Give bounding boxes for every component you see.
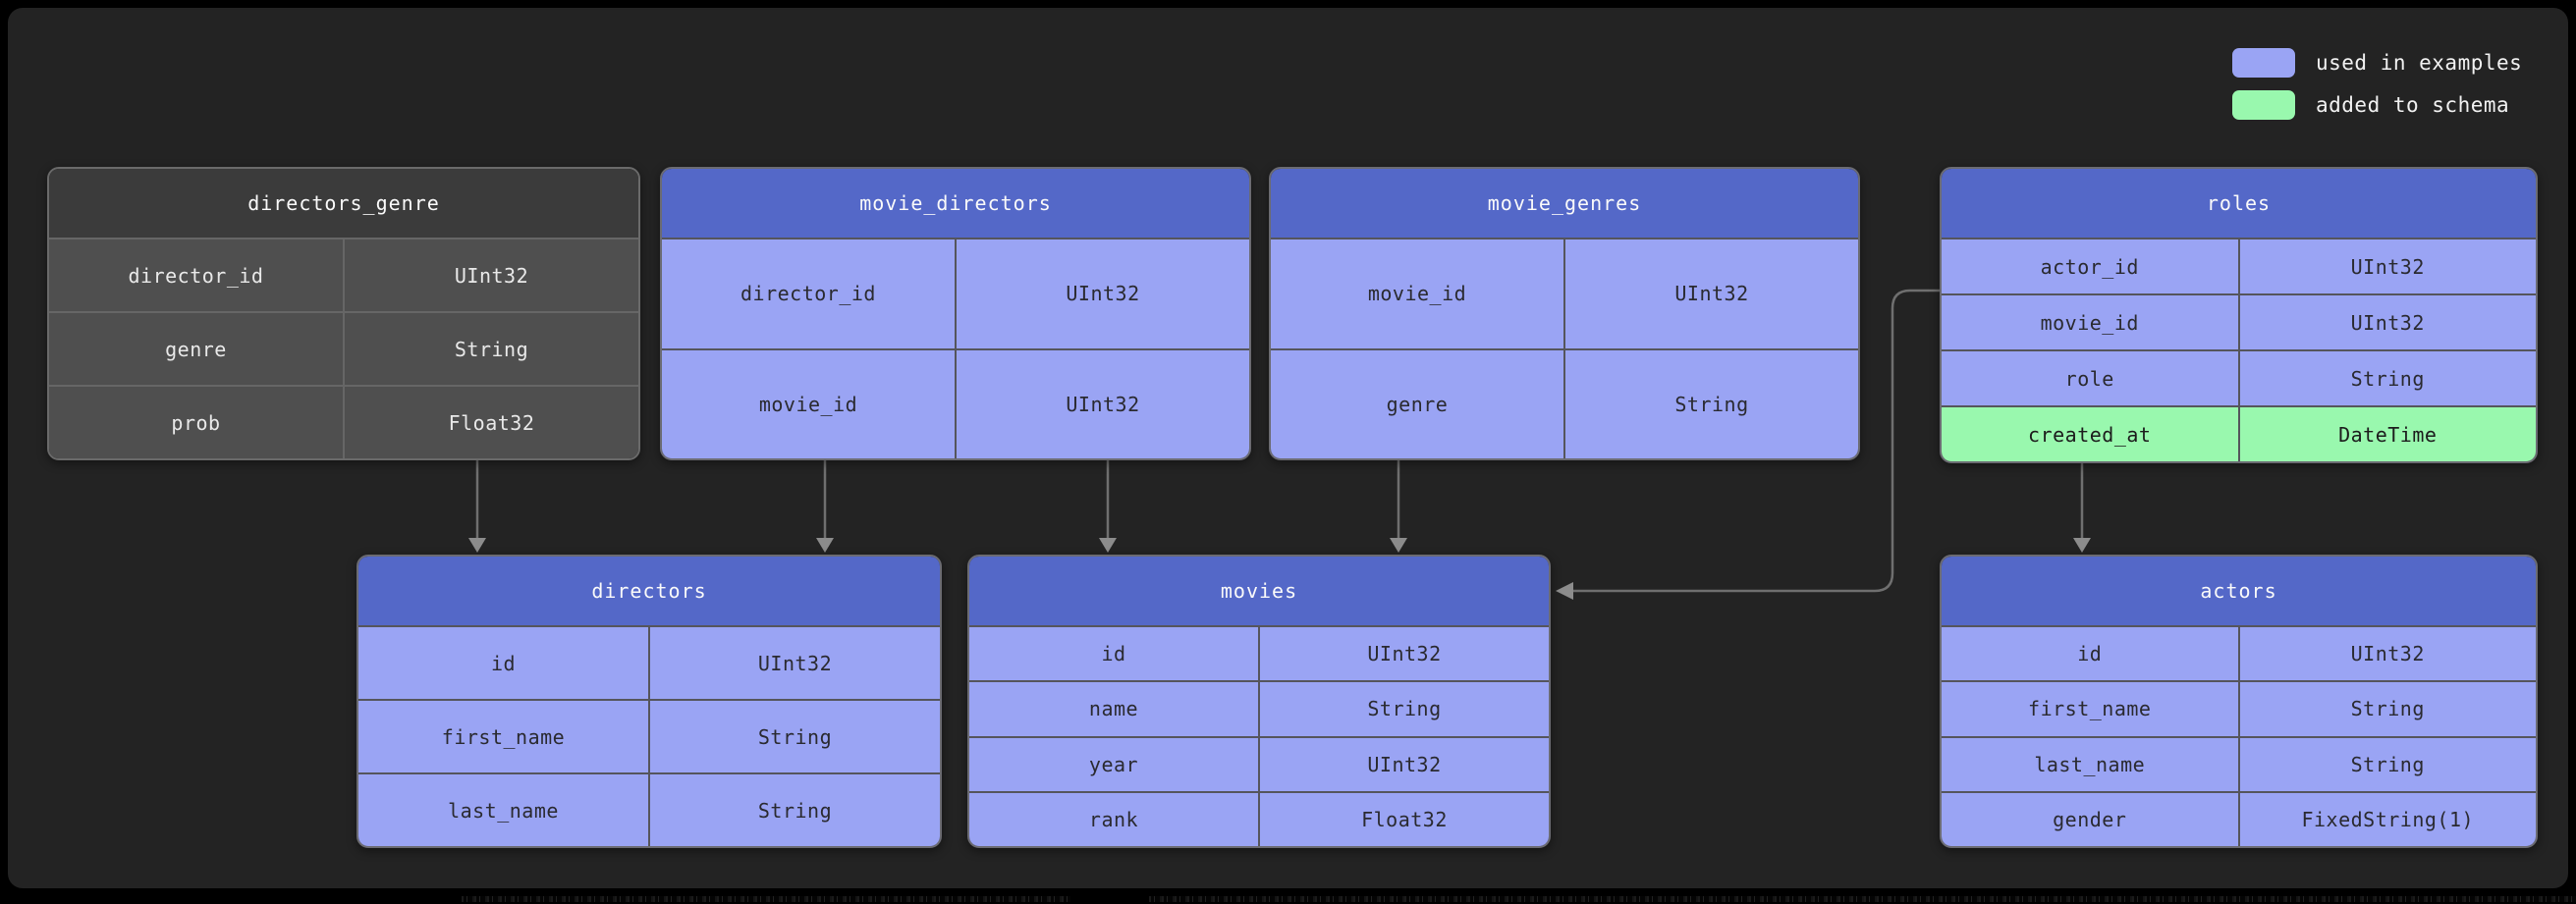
- table-row-actors-last_name: last_name String: [1942, 735, 2537, 791]
- field-type-cell: UInt32: [2237, 295, 2537, 349]
- table-row-directors_genre-prob: prob Float32: [49, 385, 638, 458]
- field-name-cell: prob: [171, 410, 221, 435]
- table-row-actors-first_name: first_name String: [1942, 680, 2537, 736]
- table-row-movies-id: id UInt32: [969, 625, 1549, 681]
- table-title-actors: actors: [1942, 557, 2536, 625]
- field-type-cell: UInt32: [955, 239, 1249, 348]
- table-title-directors: directors: [358, 557, 940, 625]
- table-row-actors-id: id UInt32: [1942, 625, 2537, 681]
- field-type-cell: Float32: [1258, 792, 1549, 846]
- table-row-movie_directors-director_id: director_id UInt32: [662, 238, 1249, 348]
- field-name-cell: gender: [2053, 807, 2127, 831]
- table-directors_genre: directors_genre director_id UInt32 genre Str…: [47, 167, 640, 460]
- field-type-cell: Float32: [343, 387, 638, 458]
- table-title-movies: movies: [969, 557, 1549, 625]
- table-row-roles-movie_id: movie_id UInt32: [1942, 293, 2536, 349]
- field-type-cell: String: [648, 774, 940, 846]
- field-type-cell: UInt32: [648, 627, 940, 699]
- field-name-cell: last_name: [2034, 752, 2146, 776]
- field-name-cell: director_id: [128, 263, 264, 288]
- table-row-movies-year: year UInt32: [969, 735, 1549, 791]
- field-name-cell: first_name: [441, 724, 566, 749]
- field-type-cell: String: [2237, 682, 2537, 736]
- legend-label-added-to-schema: added to schema: [2316, 93, 2510, 117]
- field-name-cell: id: [490, 651, 517, 675]
- legend-swatch-added-to-schema: [2232, 90, 2295, 120]
- table-row-roles-actor_id: actor_id UInt32: [1942, 238, 2536, 293]
- table-row-directors_genre-genre: genre String: [49, 311, 638, 385]
- legend-label-used-in-examples: used in examples: [2316, 51, 2523, 75]
- field-name-cell: created_at: [2028, 422, 2152, 447]
- table-title-movie_genres: movie_genres: [1271, 169, 1858, 238]
- bottom-noise-strip: [462, 896, 1070, 902]
- table-movie_genres: movie_genres movie_id UInt32 genre String: [1269, 167, 1860, 460]
- field-name-cell: id: [2077, 642, 2103, 666]
- table-row-directors-last_name: last_name String: [358, 772, 940, 846]
- table-title-movie_directors: movie_directors: [662, 169, 1249, 238]
- field-name-cell: first_name: [2028, 697, 2152, 721]
- field-name-cell: movie_id: [758, 392, 858, 416]
- field-name-cell: role: [2064, 366, 2114, 391]
- legend: used in examples added to schema: [2232, 48, 2522, 120]
- legend-item-used-in-examples: used in examples: [2232, 48, 2522, 78]
- field-type-cell: String: [2237, 351, 2537, 405]
- field-name-cell: rank: [1088, 807, 1139, 831]
- field-name-cell: actor_id: [2040, 254, 2139, 279]
- field-type-cell: DateTime: [2237, 407, 2537, 461]
- table-row-movie_genres-genre: genre String: [1271, 347, 1858, 458]
- field-type-cell: String: [648, 701, 940, 772]
- table-title-roles: roles: [1942, 169, 2536, 238]
- field-name-cell: genre: [1386, 392, 1449, 416]
- table-row-movies-name: name String: [969, 680, 1549, 736]
- table-row-movie_directors-movie_id: movie_id UInt32: [662, 347, 1249, 458]
- field-type-cell: UInt32: [2237, 627, 2537, 681]
- field-type-cell: String: [343, 313, 638, 385]
- table-row-directors-id: id UInt32: [358, 625, 940, 699]
- field-name-cell: genre: [165, 337, 227, 361]
- legend-swatch-used-in-examples: [2232, 48, 2295, 78]
- table-row-directors_genre-director_id: director_id UInt32: [49, 238, 638, 311]
- field-type-cell: UInt32: [1563, 239, 1858, 348]
- bottom-noise-strip: [1149, 896, 2576, 902]
- field-type-cell: UInt32: [343, 239, 638, 311]
- field-type-cell: UInt32: [1258, 627, 1549, 681]
- legend-item-added-to-schema: added to schema: [2232, 90, 2522, 120]
- field-type-cell: String: [2237, 737, 2537, 791]
- field-type-cell: UInt32: [2237, 239, 2537, 293]
- field-type-cell: UInt32: [1258, 737, 1549, 791]
- table-row-movies-rank: rank Float32: [969, 790, 1549, 846]
- table-row-movie_genres-movie_id: movie_id UInt32: [1271, 238, 1858, 348]
- table-row-directors-first_name: first_name String: [358, 699, 940, 772]
- table-row-actors-gender: gender FixedString(1): [1942, 790, 2537, 846]
- field-name-cell: year: [1088, 752, 1139, 776]
- field-name-cell: id: [1101, 642, 1126, 666]
- field-name-cell: movie_id: [1367, 282, 1467, 306]
- field-name-cell: last_name: [448, 798, 559, 823]
- table-row-roles-role: role String: [1942, 349, 2536, 405]
- field-type-cell: FixedString(1): [2237, 792, 2537, 846]
- field-name-cell: director_id: [740, 282, 876, 306]
- table-title-directors_genre: directors_genre: [49, 169, 638, 238]
- field-type-cell: String: [1563, 349, 1858, 458]
- field-name-cell: name: [1088, 697, 1139, 721]
- table-row-roles-created_at: created_at DateTime: [1942, 405, 2536, 461]
- field-type-cell: UInt32: [955, 349, 1249, 458]
- field-type-cell: String: [1258, 682, 1549, 736]
- field-name-cell: movie_id: [2040, 310, 2139, 335]
